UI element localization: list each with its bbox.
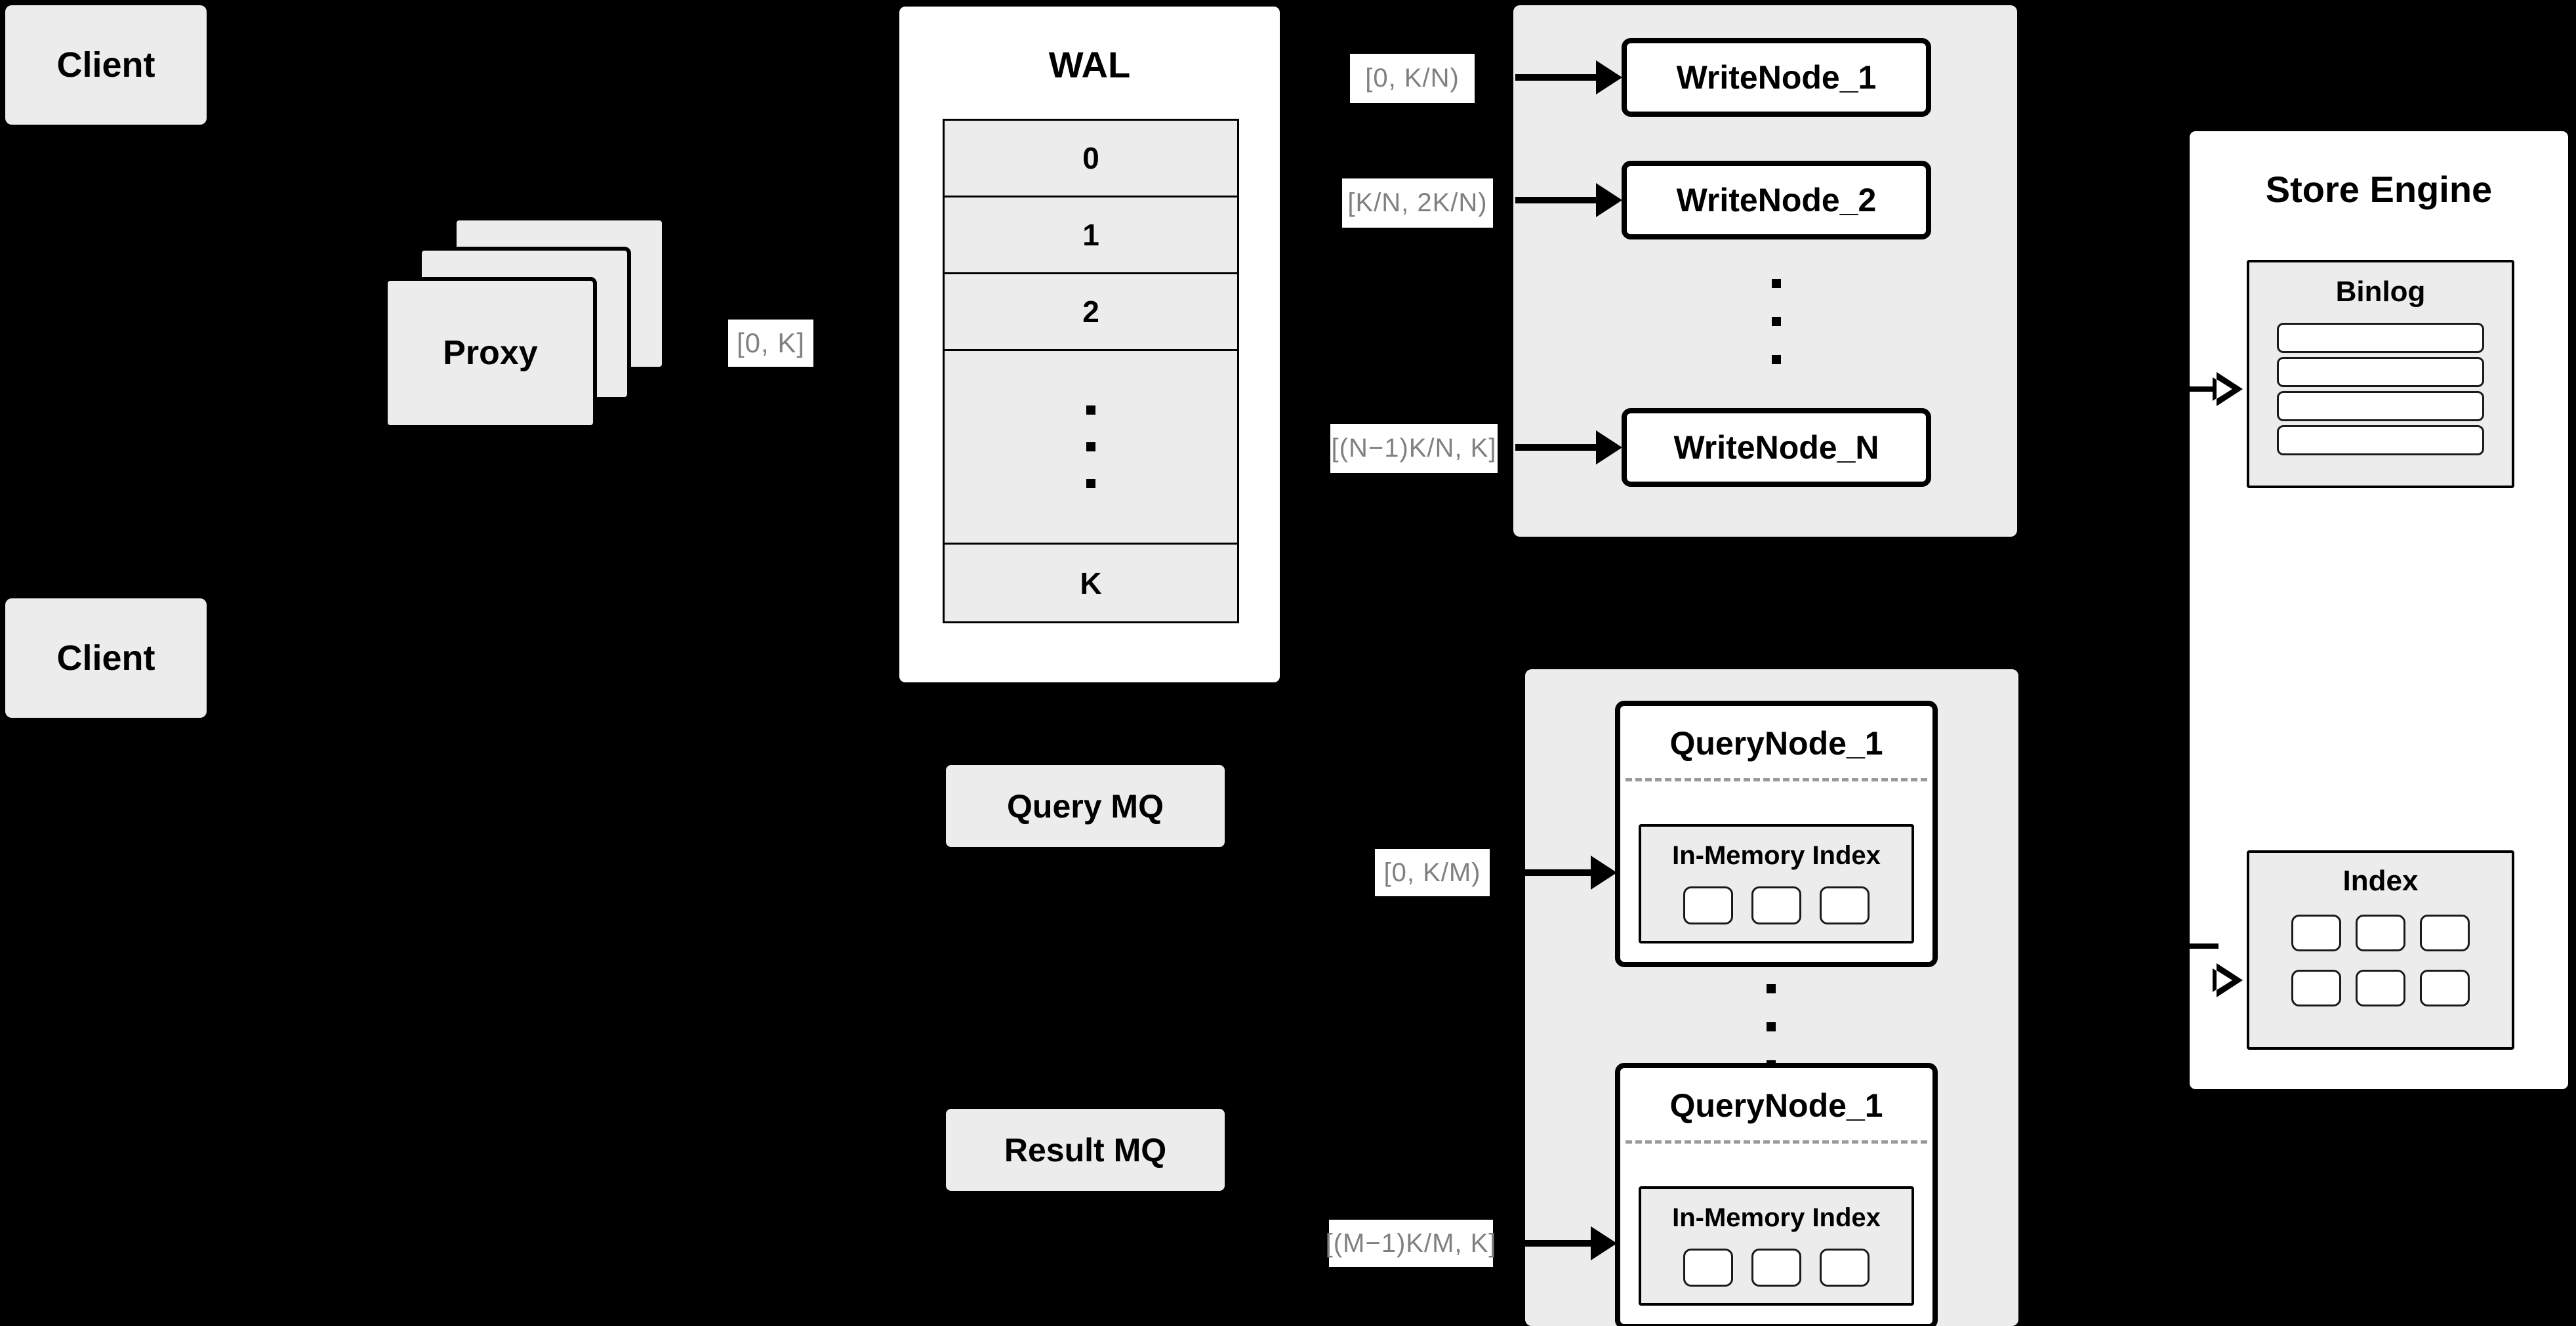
arrow-head-to-writenode-n (1596, 430, 1622, 465)
wal-row-0: 0 (945, 121, 1237, 197)
index-cell-4 (2291, 970, 2341, 1006)
client-box-2[interactable]: Client (5, 598, 207, 718)
index-panel: Index (2247, 850, 2514, 1050)
edge-label-querynode-1: [0, K/M) (1375, 849, 1490, 896)
client-label-2: Client (56, 638, 155, 678)
index-segment-2-3 (1820, 1249, 1870, 1287)
binlog-title: Binlog (2335, 276, 2426, 308)
edge-label-proxy-to-wal: [0, K] (728, 320, 813, 367)
index-segment-1-2 (1751, 886, 1801, 924)
in-memory-index-label-1: In-Memory Index (1672, 841, 1881, 870)
index-cell-2 (2356, 915, 2405, 951)
result-mq-label: Result MQ (1004, 1131, 1167, 1169)
wal-row-1: 1 (945, 197, 1237, 274)
arrow-line-to-querynode-1 (1525, 869, 1603, 876)
edge-label-writenode-n: [(N−1)K/N, K] (1330, 424, 1498, 473)
querynode-label-1: QueryNode_1 (1669, 725, 1883, 762)
writenode-box-n[interactable]: WriteNode_N (1622, 408, 1931, 487)
binlog-row-3 (2277, 391, 2484, 421)
query-mq-label: Query MQ (1007, 787, 1164, 825)
arrow-line-to-querynode-2 (1525, 1240, 1603, 1247)
wal-title: WAL (1048, 44, 1131, 85)
vertical-ellipsis-icon (1086, 405, 1095, 488)
proxy-label: Proxy (443, 334, 538, 372)
writenode-label-1: WriteNode_1 (1676, 59, 1877, 96)
arrow-line-to-writenode-2 (1515, 197, 1597, 203)
querynode-box-2[interactable]: QueryNode_1 In-Memory Index (1615, 1063, 1938, 1326)
wal-table: 0 1 2 K (943, 119, 1239, 623)
binlog-panel: Binlog (2247, 260, 2514, 488)
in-memory-index-label-2: In-Memory Index (1672, 1203, 1881, 1232)
arrow-head-to-binlog (2213, 372, 2243, 406)
arrow-line-to-binlog (2189, 386, 2218, 392)
result-mq-box[interactable]: Result MQ (946, 1109, 1225, 1191)
client-label-1: Client (56, 45, 155, 85)
arrow-head-to-writenode-2 (1596, 183, 1622, 217)
query-cluster-ellipsis-icon (1766, 984, 1776, 1069)
writenode-box-2[interactable]: WriteNode_2 (1622, 161, 1931, 239)
proxy-box[interactable]: Proxy (384, 277, 597, 429)
binlog-row-1 (2277, 323, 2484, 353)
arrow-line-to-index (2189, 943, 2218, 949)
querynode-divider-2 (1625, 1140, 1927, 1144)
arrow-head-to-writenode-1 (1596, 60, 1622, 94)
index-cell-1 (2291, 915, 2341, 951)
querynode-box-1[interactable]: QueryNode_1 In-Memory Index (1615, 701, 1938, 967)
binlog-row-2 (2277, 357, 2484, 387)
arrow-head-to-querynode-1 (1591, 856, 1617, 890)
in-memory-index-panel-2: In-Memory Index (1639, 1186, 1914, 1306)
wal-row-ellipsis (945, 350, 1237, 545)
querynode-label-2: QueryNode_1 (1669, 1087, 1883, 1124)
edge-label-writenode-2: [K/N, 2K/N) (1342, 178, 1493, 228)
index-segment-2-1 (1683, 1249, 1733, 1287)
querynode-divider-1 (1625, 778, 1927, 781)
binlog-row-4 (2277, 425, 2484, 455)
arrow-head-to-index (2213, 963, 2243, 997)
edge-label-querynode-2: [(M−1)K/M, K] (1326, 1220, 1496, 1267)
edge-label-writenode-1: [0, K/N) (1350, 54, 1475, 103)
arrow-line-to-writenode-1 (1515, 74, 1597, 81)
index-segment-1-3 (1820, 886, 1870, 924)
writenode-label-2: WriteNode_2 (1676, 182, 1877, 218)
index-segment-1-1 (1683, 886, 1733, 924)
index-cell-6 (2420, 970, 2470, 1006)
index-title: Index (2342, 865, 2419, 897)
writenode-box-1[interactable]: WriteNode_1 (1622, 38, 1931, 117)
proxy-stack[interactable]: Proxy (384, 217, 672, 429)
index-cell-5 (2356, 970, 2405, 1006)
store-engine-title: Store Engine (2265, 169, 2493, 210)
edge-label-proxy-to-wal-text: [0, K] (736, 327, 806, 358)
index-segment-2-2 (1751, 1249, 1801, 1287)
in-memory-index-panel-1: In-Memory Index (1639, 824, 1914, 943)
index-cell-3 (2420, 915, 2470, 951)
writenode-label-n: WriteNode_N (1673, 429, 1879, 466)
write-cluster-ellipsis-icon (1771, 279, 1782, 364)
arrow-line-to-writenode-n (1515, 444, 1597, 451)
wal-row-2: 2 (945, 274, 1237, 351)
arrow-head-to-querynode-2 (1591, 1226, 1617, 1260)
wal-row-k: K (945, 545, 1237, 621)
query-mq-box[interactable]: Query MQ (946, 765, 1225, 847)
client-box-1[interactable]: Client (5, 5, 207, 125)
